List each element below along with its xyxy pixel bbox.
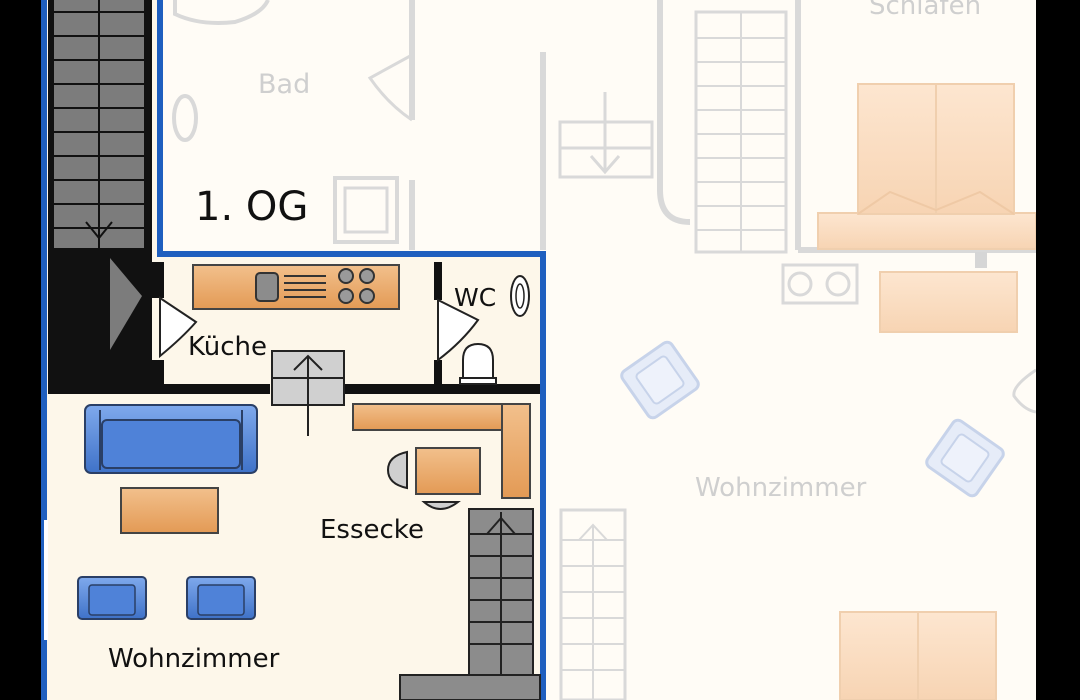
dining-counter bbox=[352, 403, 531, 499]
room-label-essecke: Essecke bbox=[320, 515, 424, 545]
coffee-table bbox=[120, 487, 219, 534]
inner-walls bbox=[44, 262, 540, 640]
kitchen-door bbox=[159, 296, 198, 359]
right-band bbox=[1036, 0, 1080, 700]
stair-steps-top bbox=[54, 0, 144, 248]
room-label-kueche: Küche bbox=[188, 332, 267, 362]
armchair-right bbox=[186, 576, 256, 620]
room-label-wohnzimmer-faded: Wohnzimmer bbox=[695, 473, 867, 503]
faded-plan bbox=[160, 0, 1037, 700]
dining-table bbox=[415, 447, 481, 495]
armchair-left bbox=[77, 576, 147, 620]
dining-chair-left bbox=[386, 450, 408, 490]
room-label-wc: WC bbox=[454, 283, 496, 312]
wc-toilet bbox=[459, 342, 497, 385]
kitchen-counter bbox=[192, 264, 400, 310]
floor-label: 1. OG bbox=[195, 184, 308, 230]
room-label-bad: Bad bbox=[258, 69, 310, 100]
stair-lower bbox=[399, 508, 541, 700]
sofa bbox=[84, 404, 258, 474]
room-label-schlafen-faded: Schlafen bbox=[869, 0, 981, 21]
wc-sink bbox=[510, 275, 530, 317]
dining-chair-bottom bbox=[421, 501, 461, 510]
stair-opening-kitchen bbox=[271, 350, 345, 436]
stair-landing-arrow bbox=[110, 258, 142, 350]
wc-door bbox=[437, 298, 480, 363]
room-label-wohnzimmer: Wohnzimmer bbox=[108, 644, 280, 674]
